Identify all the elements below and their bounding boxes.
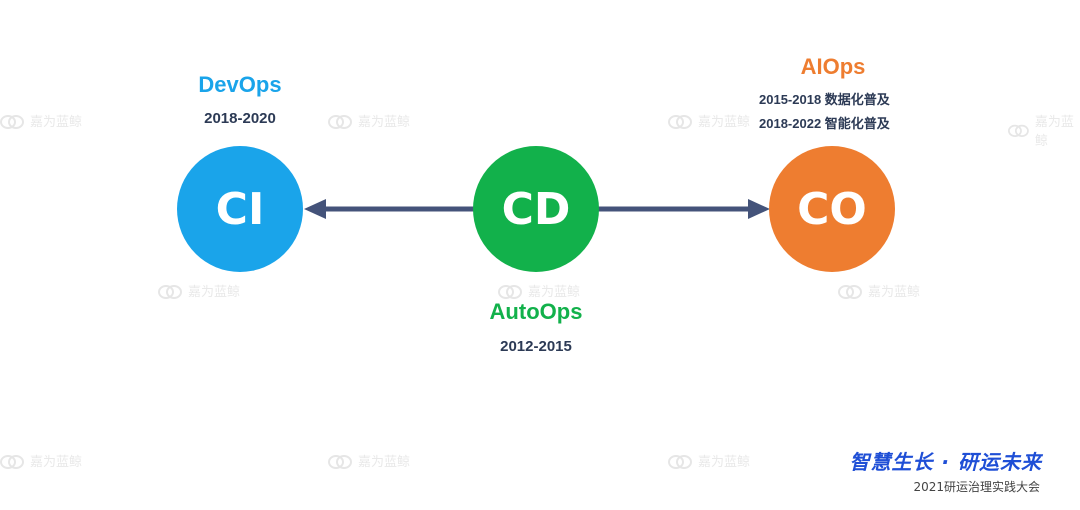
watermark: 嘉为蓝鲸 <box>668 111 750 130</box>
watermark-text: 嘉为蓝鲸 <box>30 115 83 130</box>
watermark: 嘉为蓝鲸 <box>158 281 240 300</box>
watermark-text: 嘉为蓝鲸 <box>528 285 581 300</box>
node-co-label: CO <box>797 183 867 235</box>
cloud-logo-icon <box>328 454 352 469</box>
watermark-text: 嘉为蓝鲸 <box>358 455 411 470</box>
watermark: 嘉为蓝鲸 <box>498 281 580 300</box>
phase-aiops-title: AIOps <box>800 54 866 79</box>
cloud-logo-icon <box>328 114 352 129</box>
cloud-logo-icon <box>838 284 862 299</box>
node-cd: CD <box>473 146 599 272</box>
watermark: 嘉为蓝鲸 <box>328 451 410 470</box>
watermark-text: 嘉为蓝鲸 <box>698 115 751 130</box>
node-ci: CI <box>177 146 303 272</box>
footer-slogan: 智慧生长 · 研运未来 <box>849 450 1042 474</box>
phase-autoops-title: AutoOps <box>489 299 583 324</box>
watermark: 嘉为蓝鲸 <box>0 451 82 470</box>
watermark-text: 嘉为蓝鲸 <box>868 285 921 300</box>
watermark: 嘉为蓝鲸 <box>668 451 750 470</box>
watermark-text: 嘉为蓝鲸 <box>698 455 751 470</box>
watermark: 嘉为蓝鲸 <box>838 281 920 300</box>
watermark-text: 嘉为蓝鲸 <box>358 115 411 130</box>
watermark-text: 嘉为蓝鲸 <box>188 285 241 300</box>
watermark: 嘉为蓝鲸 <box>328 111 410 130</box>
phase-autoops-years: 2012-2015 <box>500 338 572 355</box>
arrowhead-right-icon <box>748 199 770 219</box>
cloud-logo-icon <box>498 284 522 299</box>
node-cd-label: CD <box>501 183 571 235</box>
phase-aiops-detail: 2015-2018 数据化普及 <box>759 92 890 107</box>
arrowhead-left-icon <box>304 199 326 219</box>
cloud-logo-icon <box>0 114 24 129</box>
phase-devops-years: 2018-2020 <box>204 110 276 127</box>
cloud-logo-icon <box>668 114 692 129</box>
phase-aiops-detail: 2018-2022 智能化普及 <box>759 116 890 131</box>
watermark-text: 嘉为蓝鲸 <box>1034 115 1074 149</box>
cloud-logo-icon <box>668 454 692 469</box>
cloud-logo-icon <box>0 454 24 469</box>
cloud-logo-icon <box>158 284 182 299</box>
cloud-logo-icon <box>1008 124 1029 137</box>
watermark-text: 嘉为蓝鲸 <box>30 455 83 470</box>
footer-conference: 2021研运治理实践大会 <box>913 480 1040 494</box>
watermark: 嘉为蓝鲸 <box>1008 111 1080 149</box>
node-ci-label: CI <box>215 183 265 235</box>
watermark: 嘉为蓝鲸 <box>0 111 82 130</box>
phase-devops-title: DevOps <box>198 72 282 97</box>
node-co: CO <box>769 146 895 272</box>
